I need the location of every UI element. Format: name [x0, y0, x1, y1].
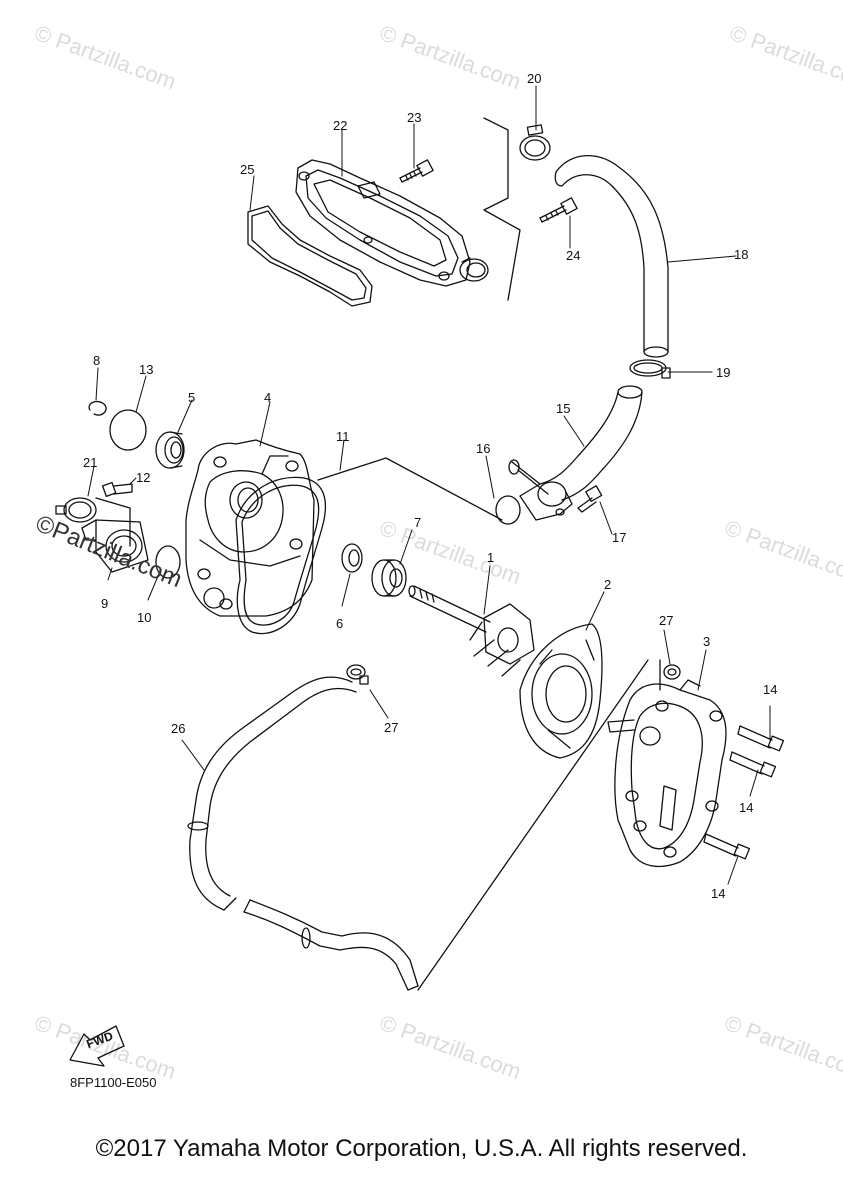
callout-5: 5: [188, 390, 196, 405]
callout-8: 8: [93, 353, 101, 368]
callout-22: 22: [333, 118, 348, 133]
part-27-clamp-2: [346, 664, 369, 685]
callout-10: 10: [137, 610, 152, 625]
part-5-bearing: [155, 431, 185, 469]
part-22-cover: [295, 159, 489, 287]
part-20-clamp: [519, 124, 551, 161]
part-8-clip: [88, 400, 107, 416]
callout-3: 3: [703, 634, 711, 649]
callout-23: 23: [407, 110, 422, 125]
part-4-pump-housing: [185, 439, 315, 617]
callout-14: 14: [739, 800, 754, 815]
part-3-pump-cover: [607, 679, 727, 868]
callout-15: 15: [556, 401, 571, 416]
callout-11: 11: [336, 429, 350, 444]
copyright-notice: ©2017 Yamaha Motor Corporation, U.S.A. A…: [95, 1135, 748, 1162]
part-7-seal: [371, 559, 407, 597]
callout-27: 27: [384, 720, 399, 735]
part-24-bolt: [539, 197, 578, 223]
part-9-fitting: [81, 519, 149, 573]
callout-14: 14: [711, 886, 726, 901]
callout-13: 13: [139, 362, 154, 377]
part-2-plate: [519, 623, 603, 759]
callout-16: 16: [476, 441, 491, 456]
part-10-o-ring: [155, 545, 181, 579]
part-23-bolt: [399, 159, 434, 183]
part-21-clamp: [55, 497, 97, 523]
part-17-bolt: [577, 485, 603, 513]
callout-20: 20: [527, 71, 542, 86]
fwd-arrow-icon: [69, 1025, 125, 1067]
leader-lines: [87, 85, 771, 885]
part-6-seal: [341, 543, 363, 573]
part-26-hose: [187, 676, 419, 991]
diagram-code: 8FP1100-E050: [70, 1075, 157, 1090]
part-14-bolt-c: [703, 833, 751, 860]
callout-9: 9: [101, 596, 109, 611]
callout-12: 12: [136, 470, 151, 485]
callout-18: 18: [734, 247, 749, 262]
part-14-bolt-b: [729, 751, 777, 778]
callout-2: 2: [604, 577, 612, 592]
callout-27: 27: [659, 613, 674, 628]
part-15-pipe: [508, 385, 643, 521]
callout-4: 4: [264, 390, 272, 405]
callout-21: 21: [83, 455, 98, 470]
part-16-o-ring: [495, 495, 521, 525]
callout-19: 19: [716, 365, 731, 380]
part-19-clamp: [629, 359, 671, 379]
part-18-hose: [554, 155, 669, 358]
callout-26: 26: [171, 721, 186, 736]
callout-14: 14: [763, 682, 778, 697]
part-14-bolt-a: [737, 725, 785, 752]
callout-1: 1: [487, 550, 495, 565]
part-11-gasket: [235, 476, 326, 635]
part-25-gasket: [247, 205, 373, 307]
callout-6: 6: [336, 616, 344, 631]
part-12-bolt: [101, 481, 133, 497]
callout-17: 17: [612, 530, 627, 545]
callout-24: 24: [566, 248, 581, 263]
part-27-clamp: [663, 664, 681, 680]
callout-7: 7: [414, 515, 422, 530]
part-1-impeller-shaft: [408, 585, 535, 677]
callout-25: 25: [240, 162, 255, 177]
part-13-o-ring: [109, 409, 147, 451]
